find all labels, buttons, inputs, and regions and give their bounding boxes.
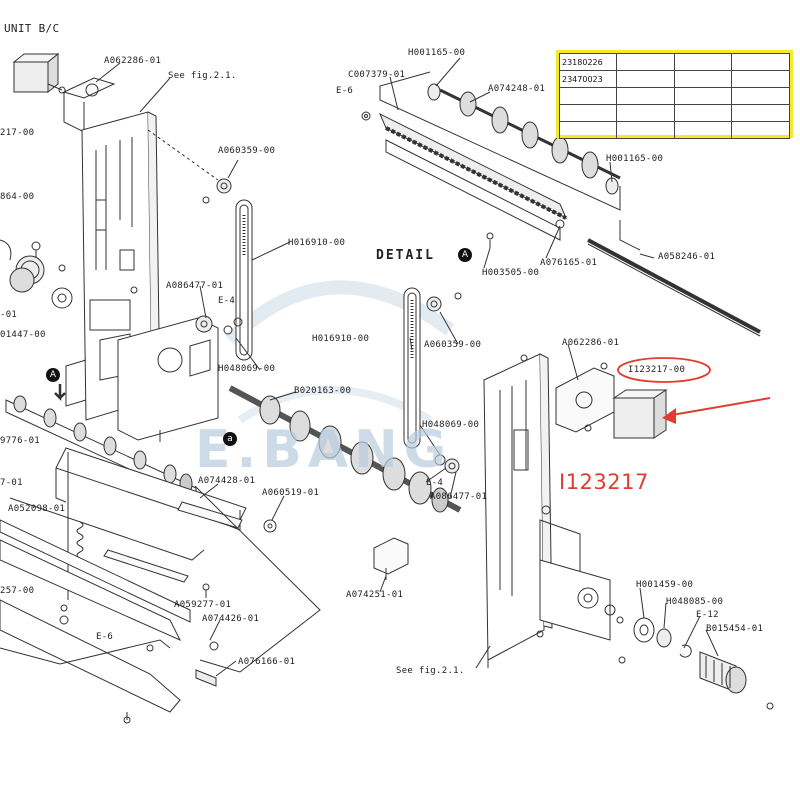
label-7-01: 7-01 — [0, 478, 23, 488]
label-257-00: 257-00 — [0, 586, 35, 596]
label-01-left: -01 — [0, 310, 18, 320]
table-cell — [731, 53, 790, 71]
motor-right — [612, 389, 668, 439]
right-side-frame — [483, 353, 626, 664]
table-cell — [559, 121, 617, 139]
label-e4-right: E-4 — [426, 478, 444, 488]
label-h016910-left: H016910-00 — [288, 238, 346, 248]
table-cell — [673, 70, 733, 88]
watermark-text: E.BANG — [195, 420, 453, 480]
gear-rail-top — [361, 111, 567, 248]
label-e6-right: E-6 — [336, 86, 354, 96]
label-a062286-right: A062286-01 — [562, 338, 620, 348]
table-cell — [731, 121, 790, 139]
label-a059277: A059277-01 — [174, 600, 232, 610]
label-h001165-right: H001165-00 — [606, 154, 664, 164]
table-cell — [559, 104, 617, 122]
label-9776-01: 9776-01 — [0, 436, 41, 446]
label-h048069-right: H048069-00 — [422, 420, 480, 430]
label-a076165: A076165-01 — [540, 258, 598, 268]
knob — [699, 651, 747, 694]
shaft — [587, 238, 761, 334]
label-a076166: A076166-01 — [238, 657, 296, 667]
label-h003505: H003505-00 — [482, 268, 540, 278]
label-a052098: A052098-01 — [8, 504, 66, 514]
label-b020163: B020163-00 — [294, 386, 352, 396]
table-cell — [731, 87, 790, 105]
table-cell — [616, 53, 675, 71]
highlight-arrow — [662, 397, 771, 424]
belt-left — [235, 199, 253, 361]
label-c007379: C007379-01 — [348, 70, 406, 80]
table-cell — [673, 104, 733, 122]
table-cell — [559, 87, 617, 105]
table-cell — [731, 104, 790, 122]
label-e12: E-12 — [696, 610, 719, 620]
table-cell — [616, 121, 675, 139]
table-cell: 23470023 — [559, 70, 617, 88]
label-h016910-right: H016910-00 — [312, 334, 370, 344]
label-01447-00: 01447-00 — [0, 330, 46, 340]
label-a058246: A058246-01 — [658, 252, 716, 262]
table-cell — [731, 70, 790, 88]
label-864-00: 864-00 — [0, 192, 35, 202]
highlighted-part-number: I123217 — [559, 470, 649, 494]
table-cell: 23180226 — [559, 53, 617, 71]
detail-title: DETAIL — [376, 248, 435, 263]
center-roller — [228, 385, 462, 513]
table-row: 23470023 — [559, 70, 790, 88]
label-a074428: A074428-01 — [198, 476, 256, 486]
label-e6-left: E-6 — [96, 632, 114, 642]
motor-left — [12, 52, 66, 94]
table-cell — [616, 104, 675, 122]
label-b015454: B015454-01 — [706, 624, 764, 634]
label-e4-left: E-4 — [218, 296, 236, 306]
label-see-fig-bottom: See fig.2.1. — [396, 666, 465, 676]
label-h048069-left: H048069-00 — [218, 364, 276, 374]
highlight-ellipse — [617, 357, 711, 383]
label-a060359-left: A060359-00 — [218, 146, 276, 156]
label-a074248: A074248-01 — [488, 84, 546, 94]
label-i123217-00: I123217-00 — [628, 365, 686, 375]
gear-left — [0, 239, 73, 309]
label-a060359-right: A060359-00 — [424, 340, 482, 350]
detail-marker: A — [458, 248, 472, 262]
label-a086477-right: A086477-01 — [430, 492, 488, 502]
label-h001165-top: H001165-00 — [408, 48, 466, 58]
label-a074426: A074426-01 — [202, 614, 260, 624]
table-row — [559, 104, 790, 122]
table-row — [559, 121, 790, 139]
table-row: 23180226 — [559, 53, 790, 71]
table-row — [559, 87, 790, 105]
table-cell — [616, 87, 675, 105]
table-cell — [673, 87, 733, 105]
label-h048085: H048085-00 — [666, 597, 724, 607]
belt-right — [403, 287, 421, 449]
table-cell — [673, 53, 733, 71]
label-a086477-left: A086477-01 — [166, 281, 224, 291]
label-a074251: A074251-01 — [346, 590, 404, 600]
label-a062286-left: A062286-01 — [104, 56, 162, 66]
label-h001459: H001459-00 — [636, 580, 694, 590]
label-see-fig-top: See fig.2.1. — [168, 71, 237, 81]
table-cell — [673, 121, 733, 139]
roller-top — [427, 83, 621, 195]
sub-marker-a: a — [223, 432, 237, 446]
table-cell — [616, 70, 675, 88]
unit-title: UNIT B/C — [4, 22, 60, 35]
label-217-00: 217-00 — [0, 128, 35, 138]
detail-marker-left: A — [46, 368, 60, 382]
label-a060519: A060519-01 — [262, 488, 320, 498]
